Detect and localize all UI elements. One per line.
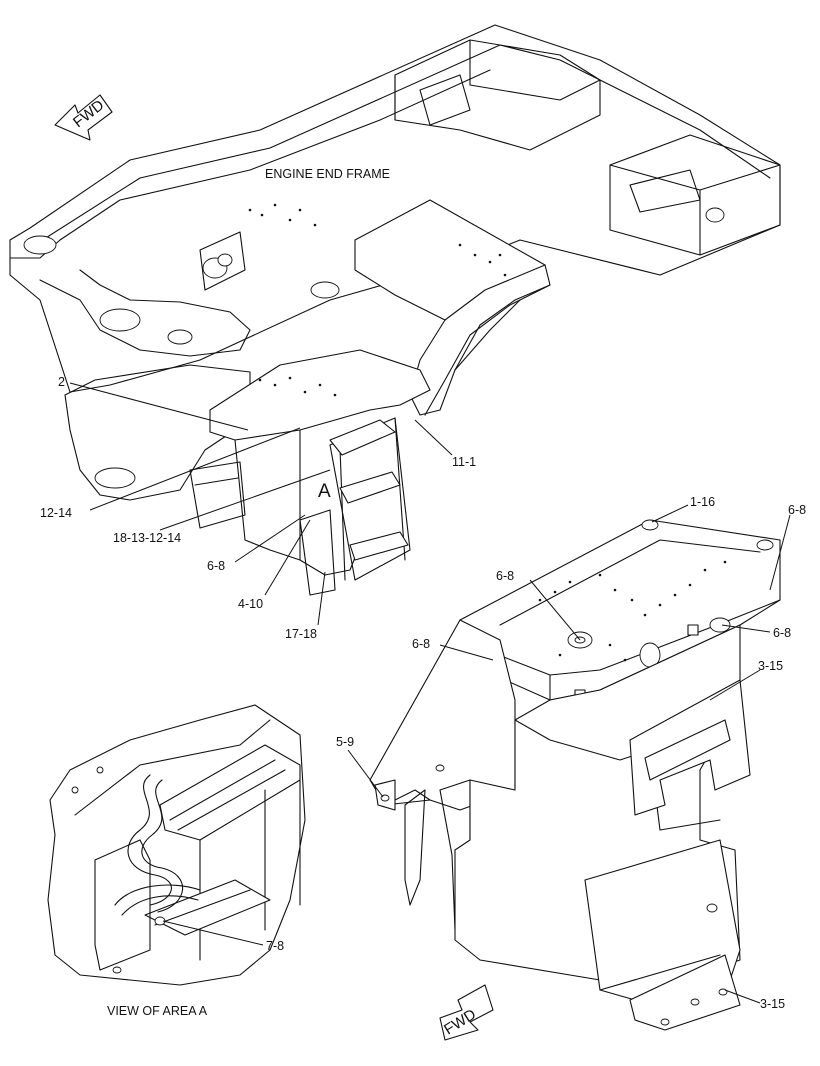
top-perforations <box>248 203 507 397</box>
callout-6-8-leftmid: 6-8 <box>412 637 430 651</box>
area-a-marker: A <box>318 481 331 502</box>
callout-6-8-mid: 6-8 <box>496 569 514 583</box>
callout-1-16: 1-16 <box>690 495 715 509</box>
callout-2: 2 <box>58 375 65 389</box>
callout-5-9: 5-9 <box>336 735 354 749</box>
callout-18-13-12-14: 18-13-12-14 <box>113 531 181 545</box>
leader-7-8 <box>162 920 264 946</box>
callout-12-14: 12-14 <box>40 506 72 520</box>
fwd-arrow-top: FWD <box>54 94 113 141</box>
guard-assembly-drawing <box>369 519 781 1031</box>
callout-3-15-lower: 3-15 <box>760 997 785 1011</box>
callout-6-8-left: 6-8 <box>207 559 225 573</box>
engine-end-frame-drawing <box>9 24 781 596</box>
callout-6-8-topright: 6-8 <box>788 503 806 517</box>
fwd-arrow-bottom: FWD <box>439 984 494 1041</box>
engine-end-frame-label: ENGINE END FRAME <box>265 167 390 181</box>
callout-4-10: 4-10 <box>238 597 263 611</box>
callout-17-18: 17-18 <box>285 627 317 641</box>
callout-6-8-right: 6-8 <box>773 626 791 640</box>
callout-7-8: 7-8 <box>266 939 284 953</box>
callout-3-15-upper: 3-15 <box>758 659 783 673</box>
guard-perforations <box>538 560 727 662</box>
guard-leader-lines <box>347 504 791 1004</box>
top-leader-lines <box>69 382 453 626</box>
callout-11-1: 11-1 <box>452 455 476 469</box>
view-of-area-a-caption: VIEW OF AREA A <box>107 1004 208 1018</box>
area-a-detail-view <box>47 704 306 986</box>
